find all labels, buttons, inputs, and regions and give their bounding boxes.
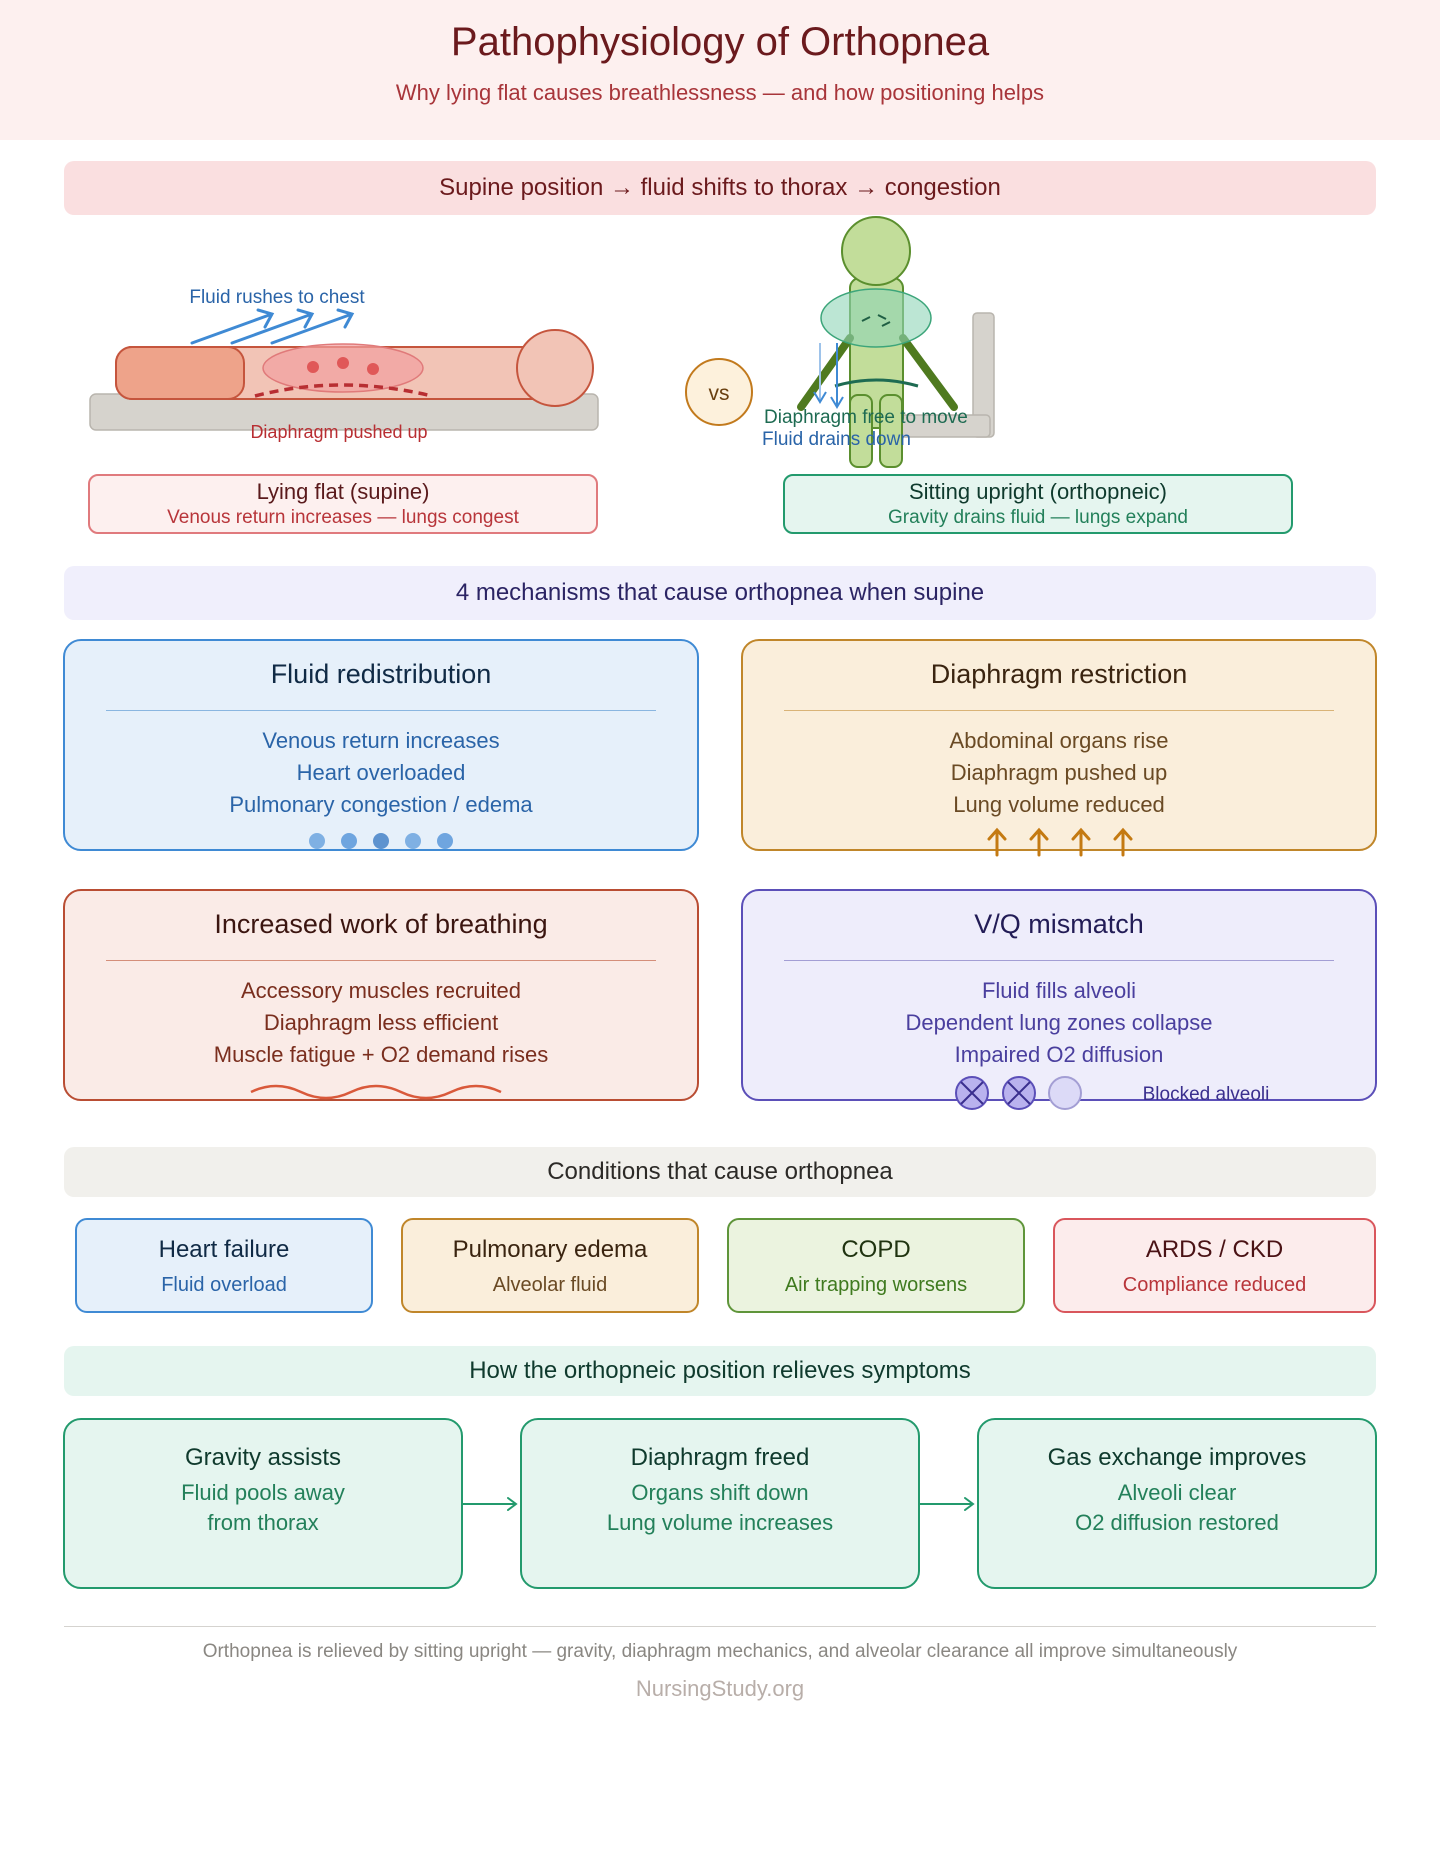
mechanism-line: Diaphragm pushed up <box>950 760 1168 785</box>
right-arrow-icon <box>919 1497 975 1511</box>
conditions-banner: Conditions that cause orthopnea <box>64 1147 1376 1197</box>
condition-title: Pulmonary edema <box>452 1236 648 1263</box>
upright-caption-card: Sitting upright (orthopneic) Gravity dra… <box>783 474 1293 534</box>
upright-caption-subtitle: Gravity drains fluid — lungs expand <box>888 507 1188 528</box>
diaphragm-curve <box>834 378 919 388</box>
fluid-dot <box>307 361 319 373</box>
lung-marks <box>861 314 891 327</box>
fluid-drains-label: Fluid drains down <box>762 429 911 450</box>
mechanism-title: Fluid redistribution <box>270 659 492 689</box>
lungs-clear-icon <box>820 288 932 348</box>
mechanism-line: Pulmonary congestion / edema <box>229 792 533 817</box>
condition-title: ARDS / CKD <box>1145 1236 1284 1263</box>
fluid-dot <box>367 363 379 375</box>
relief-step-diaphragm: Diaphragm freed Organs shift down Lung v… <box>520 1418 920 1589</box>
upright-figure: Diaphragm free to move Fluid drains down <box>762 216 995 468</box>
relief-step-line: O2 diffusion restored <box>1075 1510 1279 1535</box>
relief-step-gravity: Gravity assists Fluid pools away from th… <box>63 1418 463 1589</box>
mechanism-line: Heart overloaded <box>296 760 466 785</box>
mechanism-card-diaphragm: Diaphragm restriction Abdominal organs r… <box>741 639 1377 857</box>
mechanism-line: Lung volume reduced <box>953 792 1165 817</box>
page-subtitle: Why lying flat causes breathlessness — a… <box>395 80 1045 105</box>
relief-step-line: Fluid pools away <box>181 1480 345 1505</box>
condition-card-ards-ckd: ARDS / CKD Compliance reduced <box>1053 1218 1376 1313</box>
alveoli-icon: Blocked alveoli <box>955 1076 1270 1110</box>
page-title: Pathophysiology of Orthopnea <box>450 20 990 64</box>
relief-step-line: Alveoli clear <box>1117 1480 1237 1505</box>
diaphragm-free-label: Diaphragm free to move <box>764 407 968 428</box>
condition-subtitle: Air trapping worsens <box>784 1274 968 1296</box>
condition-subtitle: Alveolar fluid <box>492 1274 608 1296</box>
relief-arrows <box>462 1497 975 1511</box>
supine-figure: Fluid rushes to chest Diaphragm pushed u… <box>89 287 599 442</box>
mechanism-card-vq: V/Q mismatch Fluid fills alveoli Depende… <box>741 889 1377 1110</box>
head <box>516 329 594 407</box>
mechanism-title: V/Q mismatch <box>974 909 1144 939</box>
mechanism-card-work: Increased work of breathing Accessory mu… <box>63 889 699 1101</box>
mechanism-line: Muscle fatigue + O2 demand rises <box>213 1042 549 1067</box>
condition-title: COPD <box>841 1236 911 1263</box>
condition-card-pulmonary-edema: Pulmonary edema Alveolar fluid <box>401 1218 699 1313</box>
fluid-dots-icon <box>309 833 453 849</box>
supine-caption-subtitle: Venous return increases — lungs congest <box>167 507 519 528</box>
footer-divider <box>64 1626 1376 1627</box>
wave-icon <box>250 1084 502 1100</box>
diaphragm-dashed-line <box>254 383 433 398</box>
relief-step-title: Diaphragm freed <box>630 1444 810 1471</box>
relief-step-title: Gravity assists <box>184 1444 342 1471</box>
mechanism-card-fluid: Fluid redistribution Venous return incre… <box>63 639 699 851</box>
condition-card-heart-failure: Heart failure Fluid overload <box>75 1218 373 1313</box>
blocked-alveolus-icon <box>955 1076 989 1110</box>
open-alveolus-icon <box>1048 1076 1082 1110</box>
relief-step-gas-exchange: Gas exchange improves Alveoli clear O2 d… <box>977 1418 1377 1589</box>
relief-step-line: Lung volume increases <box>606 1510 834 1535</box>
upright-head <box>841 216 911 286</box>
mechanism-line: Abdominal organs rise <box>949 728 1169 753</box>
blocked-alveolus-icon <box>1002 1076 1036 1110</box>
positions-illustration: Fluid rushes to chest Diaphragm pushed u… <box>89 216 995 468</box>
mechanism-line: Accessory muscles recruited <box>241 978 521 1003</box>
mechanism-line: Diaphragm less efficient <box>263 1010 499 1035</box>
upright-leg <box>879 394 903 468</box>
relief-banner: How the orthopneic position relieves sym… <box>64 1346 1376 1396</box>
vs-badge: vs <box>685 358 753 426</box>
footer-note: Orthopnea is relieved by sitting upright… <box>202 1641 1238 1662</box>
mechanism-line: Dependent lung zones collapse <box>905 1010 1213 1035</box>
svg-text:vs: vs <box>709 382 730 405</box>
mechanism-title: Diaphragm restriction <box>930 659 1188 689</box>
fluid-rushes-label: Fluid rushes to chest <box>189 287 365 308</box>
upright-leg <box>849 394 873 468</box>
diaphragm-pushed-label: Diaphragm pushed up <box>250 422 427 442</box>
header-banner <box>0 0 1440 140</box>
upright-caption-title: Sitting upright (orthopneic) <box>908 479 1168 504</box>
mechanisms-banner: 4 mechanisms that cause orthopnea when s… <box>64 566 1376 620</box>
condition-title: Heart failure <box>158 1236 290 1263</box>
positions-banner: Supine position → fluid shifts to thorax… <box>64 161 1376 215</box>
upright-arm <box>899 334 958 411</box>
upright-arm <box>797 334 854 411</box>
up-arrows-icon <box>987 827 1133 857</box>
fluid-arrows-icon <box>190 308 355 345</box>
legs <box>115 346 245 400</box>
brand-link[interactable]: NursingStudy.org <box>635 1676 805 1701</box>
mechanism-title: Increased work of breathing <box>214 909 548 939</box>
mechanism-line: Venous return increases <box>262 728 500 753</box>
condition-subtitle: Fluid overload <box>161 1274 287 1296</box>
blocked-alveoli-label: Blocked alveoli <box>1143 1084 1270 1105</box>
relief-step-line: Organs shift down <box>631 1480 809 1505</box>
condition-subtitle: Compliance reduced <box>1122 1274 1307 1296</box>
right-arrow-icon <box>462 1497 518 1511</box>
condition-card-copd: COPD Air trapping worsens <box>727 1218 1025 1313</box>
relief-step-title: Gas exchange improves <box>1047 1444 1307 1471</box>
mechanism-line: Impaired O2 diffusion <box>954 1042 1164 1067</box>
supine-caption-title: Lying flat (supine) <box>256 479 430 504</box>
mechanism-line: Fluid fills alveoli <box>981 978 1137 1003</box>
relief-step-line: from thorax <box>207 1510 319 1535</box>
supine-caption-card: Lying flat (supine) Venous return increa… <box>88 474 598 534</box>
fluid-dot <box>337 357 349 369</box>
